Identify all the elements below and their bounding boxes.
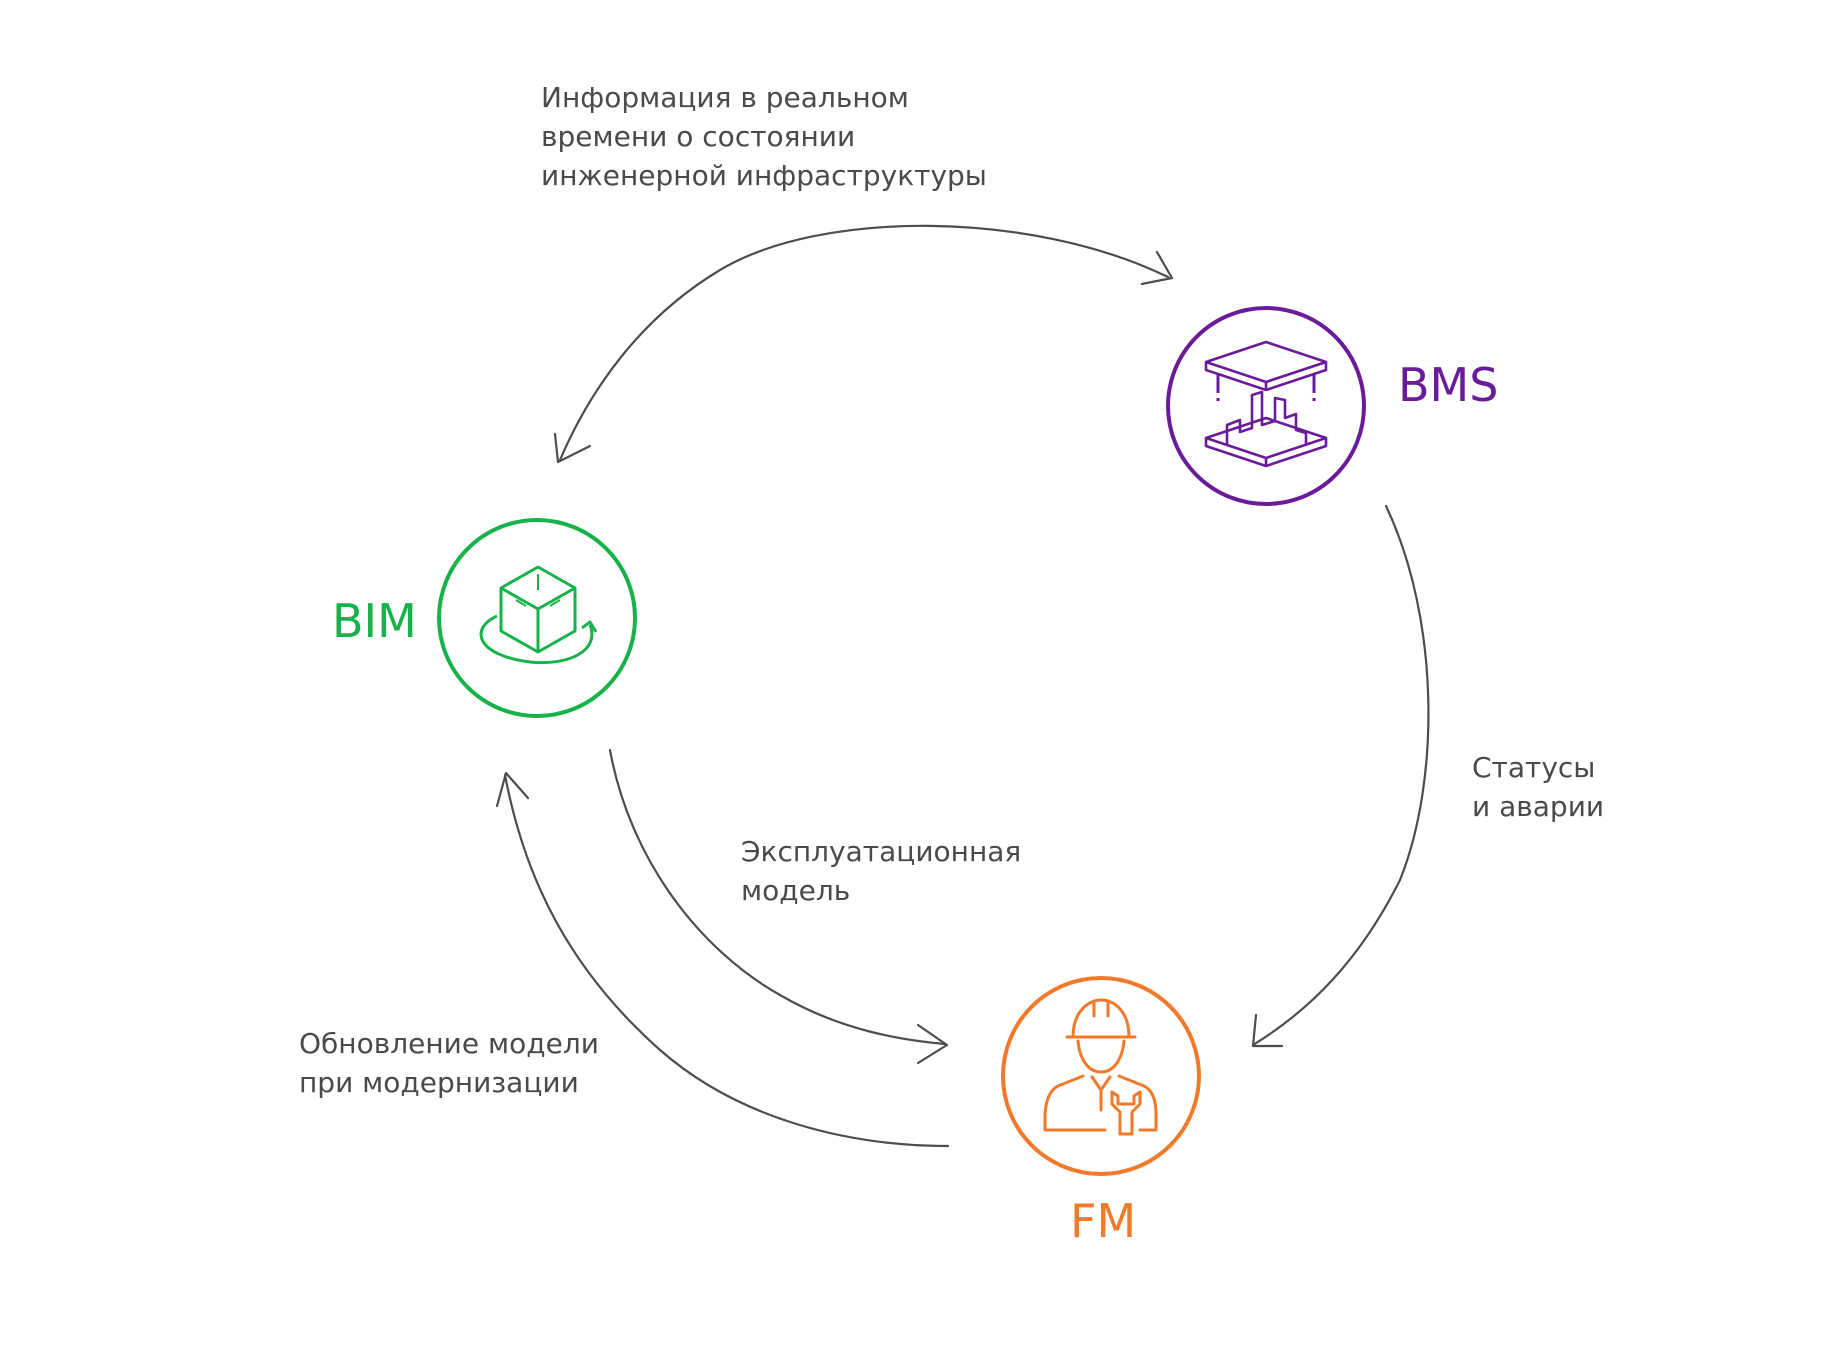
caption-line: инженерной инфраструктуры [541, 159, 987, 192]
arrowhead-fm-right [1251, 1013, 1284, 1048]
fm-node [1001, 976, 1201, 1176]
arrow-bms-bim-arc [558, 224, 1170, 462]
arrow-fm-bim-arc [503, 773, 950, 1148]
fm-circle [1001, 976, 1201, 1176]
arrowhead-bms [1140, 250, 1174, 286]
caption-line: Эксплуатационная [741, 835, 1022, 868]
bms-circle [1166, 306, 1366, 506]
caption-line: Статусы [1472, 751, 1596, 784]
bim-label: BIM [332, 594, 417, 648]
engineer-with-wrench-icon [1043, 998, 1158, 1136]
caption-bim-to-fm: Эксплуатационная модель [741, 832, 1021, 910]
caption-bms-to-bim: Информация в реальном времени о состояни… [541, 78, 987, 195]
rotating-cube-icon [479, 565, 598, 665]
caption-fm-to-bim: Обновление модели при модернизации [299, 1024, 599, 1102]
building-automation-icon [1204, 340, 1328, 468]
arrow-bms-fm-arc [1251, 504, 1430, 1047]
arrowhead-fm-left [916, 1023, 949, 1065]
bim-node [437, 518, 637, 718]
caption-line: при модернизации [299, 1066, 579, 1099]
caption-line: Обновление модели [299, 1027, 599, 1060]
caption-bms-to-fm: Статусы и аварии [1472, 748, 1604, 826]
arrow-bim-fm-arc [608, 748, 947, 1046]
bim-circle [437, 518, 637, 718]
caption-line: модель [741, 874, 851, 907]
caption-line: Информация в реальном [541, 81, 909, 114]
bms-node [1166, 306, 1366, 506]
caption-line: и аварии [1472, 790, 1605, 823]
fm-label: FM [1070, 1194, 1137, 1248]
arrowhead-bim-bottom [495, 771, 530, 808]
caption-line: времени о состоянии [541, 120, 856, 153]
arrowhead-bim-top [553, 432, 592, 464]
bms-label: BMS [1398, 358, 1499, 412]
